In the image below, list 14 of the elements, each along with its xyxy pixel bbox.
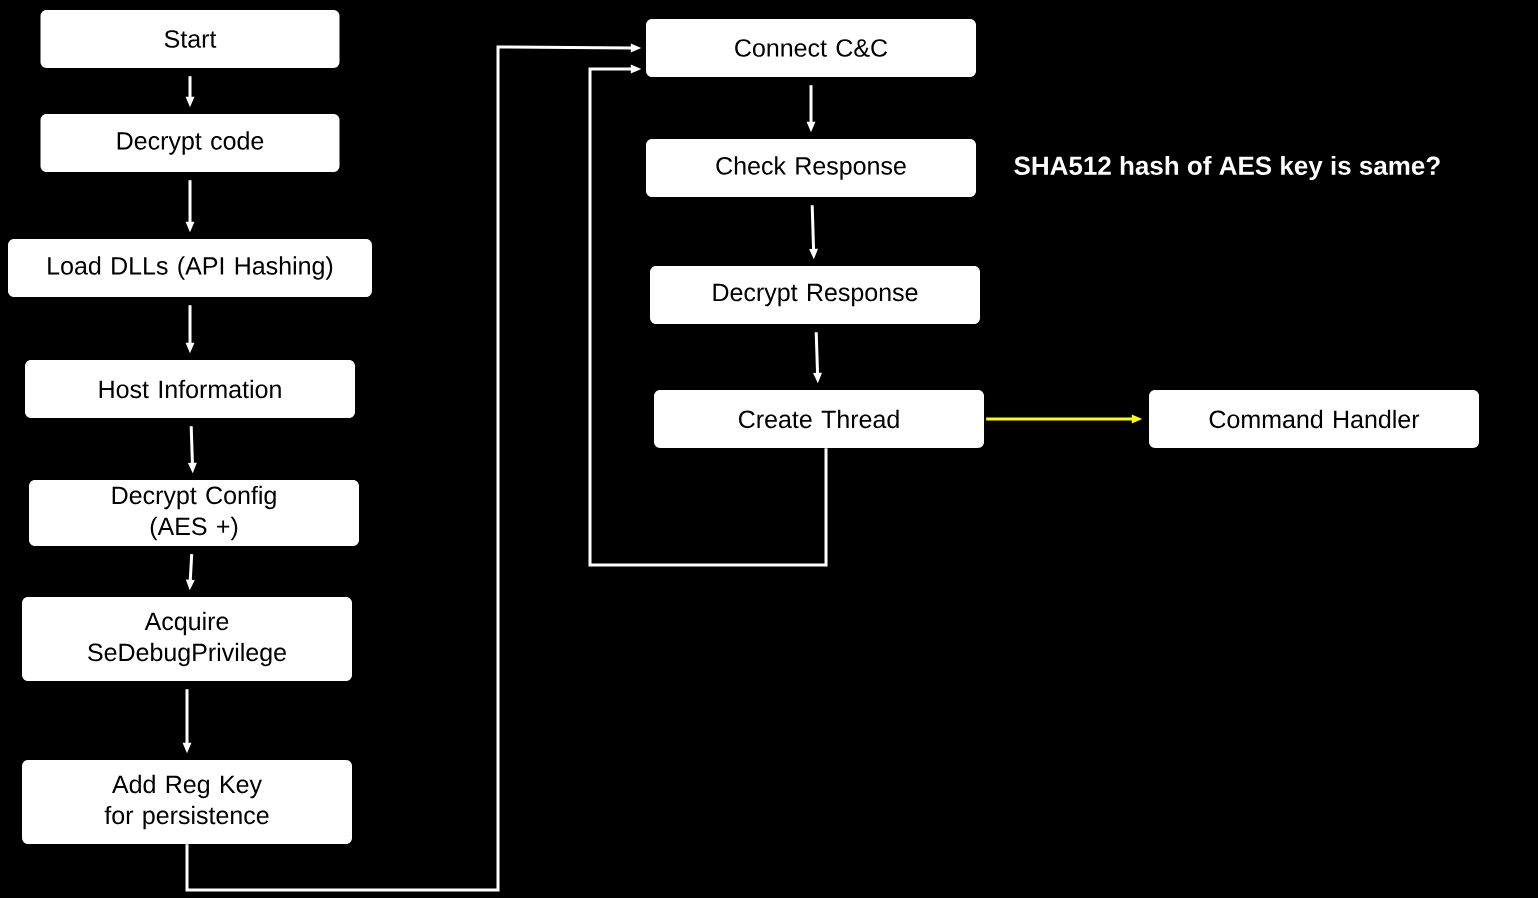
process-box: Connect C&C bbox=[646, 19, 976, 77]
process-box: Decrypt code bbox=[40, 114, 340, 172]
process-box: Check Response bbox=[646, 139, 976, 197]
arrow bbox=[588, 64, 828, 567]
process-box: Command Handler bbox=[1149, 390, 1479, 448]
process-box: Decrypt Response bbox=[650, 266, 980, 324]
process-box: Load DLLs (API Hashing) bbox=[8, 239, 372, 297]
annotation-text: SHA512 hash of AES key is same? bbox=[1014, 155, 1440, 181]
process-box: Acquire SeDebugPrivilege bbox=[22, 597, 352, 681]
process-box: Add Reg Key for persistence bbox=[22, 760, 352, 844]
process-box: Start bbox=[40, 10, 340, 68]
process-box: Create Thread bbox=[654, 390, 984, 448]
process-box: Host Information bbox=[25, 360, 355, 418]
process-box: Decrypt Config (AES +) bbox=[29, 480, 359, 546]
